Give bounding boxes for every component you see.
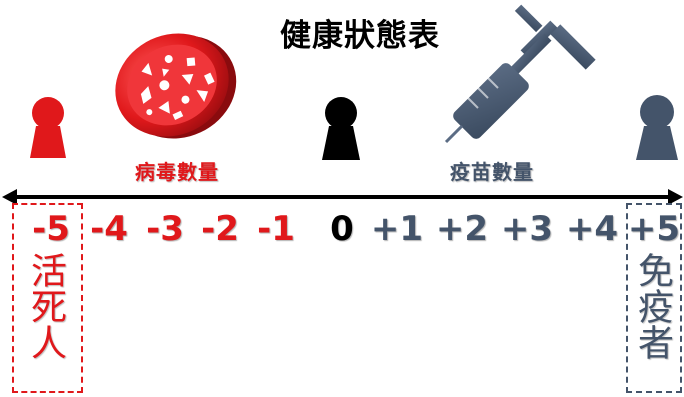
vaccine-count-label: 疫苗數量 bbox=[450, 160, 534, 184]
red-person-icon bbox=[30, 97, 66, 158]
immune-box bbox=[626, 203, 682, 393]
tick-label: -1 bbox=[257, 209, 295, 249]
tick-label: +1 bbox=[370, 209, 424, 249]
virus-count-label: 病毒數量 bbox=[135, 160, 219, 184]
number-line-axis bbox=[2, 189, 683, 205]
zombie-box bbox=[12, 203, 83, 393]
tick-label: -3 bbox=[146, 209, 184, 249]
tick-label: +2 bbox=[435, 209, 489, 249]
immune-label: 免疫者 bbox=[632, 252, 673, 360]
diagram-title: 健康狀態表 bbox=[280, 18, 440, 54]
tick-label: +4 bbox=[565, 209, 619, 249]
gray-person-icon bbox=[636, 95, 678, 160]
tick-label: +3 bbox=[500, 209, 554, 249]
zombie-label: 活死人 bbox=[25, 252, 66, 360]
syringe-icon bbox=[444, 4, 596, 144]
virus-icon bbox=[115, 33, 237, 139]
tick-label: -4 bbox=[90, 209, 128, 249]
tick-label: -5 bbox=[32, 209, 70, 249]
tick-label: +5 bbox=[627, 209, 681, 249]
tick-label: 0 bbox=[330, 209, 354, 249]
black-person-icon bbox=[322, 97, 360, 160]
tick-label: -2 bbox=[201, 209, 239, 249]
